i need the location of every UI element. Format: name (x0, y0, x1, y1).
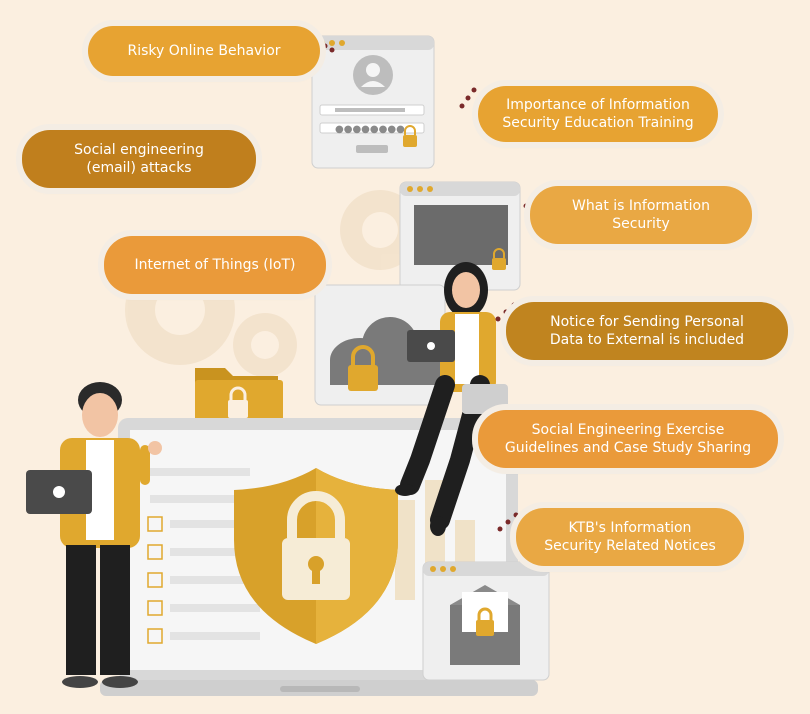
topic-label: Notice for Sending Personal Data to Exte… (549, 314, 745, 348)
folder-lock-icon (195, 368, 283, 430)
monitor-window (399, 181, 521, 291)
topic-risky-online-behavior[interactable]: Risky Online Behavior (88, 26, 320, 76)
topic-social-engineering-email[interactable]: Social engineering (email) attacks (22, 130, 256, 188)
lock-icon (403, 125, 417, 147)
topic-ktb-notices[interactable]: KTB's Information Security Related Notic… (516, 508, 744, 566)
topic-label: What is Information Security (572, 198, 710, 232)
shield-lock-icon (234, 468, 398, 644)
topic-label: KTB's Information Security Related Notic… (544, 520, 716, 554)
cloud-window (314, 284, 446, 406)
topic-notice-personal-data[interactable]: Notice for Sending Personal Data to Exte… (506, 302, 788, 360)
envelope-window (422, 561, 550, 681)
topic-internet-of-things[interactable]: Internet of Things (IoT) (104, 236, 326, 294)
topic-label: Social Engineering Exercise Guidelines a… (504, 422, 752, 456)
svg-text:●●●●●●●●: ●●●●●●●● (335, 124, 405, 135)
topic-label: Risky Online Behavior (127, 43, 281, 59)
topic-label: Importance of Information Security Educa… (502, 97, 694, 131)
cloud-lock-icon (330, 317, 440, 391)
topic-social-engineering-exercise[interactable]: Social Engineering Exercise Guidelines a… (478, 410, 778, 468)
topic-label: Internet of Things (IoT) (134, 257, 296, 273)
woman-figure (395, 262, 508, 536)
user-icon (353, 55, 393, 95)
man-figure (26, 382, 162, 688)
lock-icon (492, 248, 506, 270)
topic-importance-training[interactable]: Importance of Information Security Educa… (478, 86, 718, 142)
topic-label: Social engineering (email) attacks (74, 142, 204, 176)
topic-what-is-infosec[interactable]: What is Information Security (530, 186, 752, 244)
login-window: ●●●●●●●● (311, 35, 435, 169)
envelope-lock-icon (450, 585, 520, 665)
